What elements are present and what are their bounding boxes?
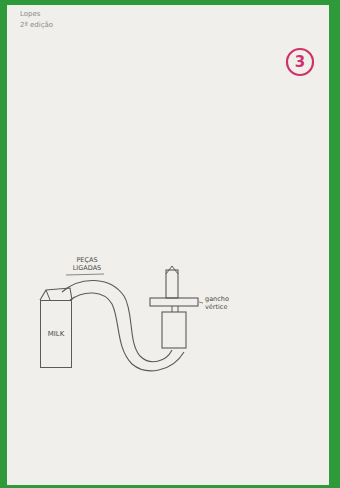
carton-top [40, 288, 72, 300]
device-body [162, 312, 186, 348]
paper-sheet [7, 5, 329, 485]
leader-line [199, 302, 203, 303]
device-neck [172, 306, 178, 312]
sketch-note: 2ª edição [20, 21, 80, 29]
milk-carton-box: MILK [40, 300, 72, 368]
callout-number: 3 [295, 53, 305, 71]
tube-inner [70, 293, 184, 371]
sketch-note: gancho vértice [205, 296, 241, 312]
callout-circle [287, 49, 313, 75]
device-tower [166, 270, 178, 298]
device-cap [166, 266, 178, 274]
sketch-note: Lopes [20, 10, 80, 18]
carton-fold [46, 290, 50, 300]
label-underline [66, 274, 104, 275]
box-label: MILK [48, 330, 65, 338]
device-bar [150, 298, 198, 306]
sketch-note: PEÇAS LIGADAS [66, 257, 108, 273]
